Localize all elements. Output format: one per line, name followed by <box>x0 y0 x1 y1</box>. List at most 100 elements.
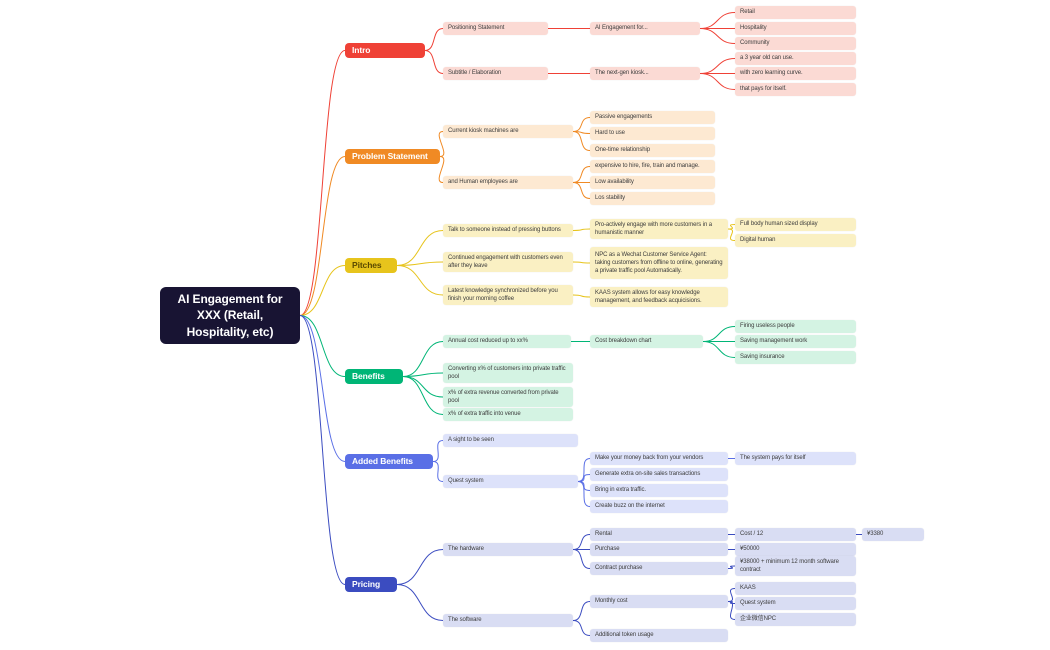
mindmap-node-saving-insurance[interactable]: Saving insurance <box>735 351 856 364</box>
mindmap-node-firing-useless-people[interactable]: Firing useless people <box>735 320 856 333</box>
mindmap-node-extra-revenue[interactable]: x% of extra revenue converted from priva… <box>443 387 573 407</box>
mindmap-node-hospitality[interactable]: Hospitality <box>735 22 856 35</box>
mindmap-edge <box>396 261 444 266</box>
mindmap-node-quest-system-software[interactable]: Quest system <box>735 597 856 610</box>
mindmap-node-converting-customers[interactable]: Converting x% of customers into private … <box>443 363 573 383</box>
mindmap-edge <box>299 156 346 316</box>
mindmap-edge <box>299 315 346 377</box>
mindmap-node-passive-engagements[interactable]: Passive engagements <box>590 111 715 124</box>
mindmap-edge <box>396 584 444 621</box>
mindmap-edge <box>402 376 444 415</box>
mindmap-node-current-kiosk-machines[interactable]: Current kiosk machines are <box>443 125 573 138</box>
mindmap-edge <box>572 534 591 550</box>
mindmap-node-positioning-statement[interactable]: Positioning Statement <box>443 22 548 35</box>
mindmap-node-price-50000[interactable]: ¥50000 <box>735 543 856 556</box>
mindmap-node-price-3380[interactable]: ¥3380 <box>862 528 924 541</box>
mindmap-edge <box>396 230 444 266</box>
mindmap-edge <box>702 341 736 358</box>
mindmap-node-added-benefits[interactable]: Added Benefits <box>345 454 433 470</box>
mindmap-node-root[interactable]: AI Engagement for XXX (Retail, Hospitali… <box>160 287 300 344</box>
mindmap-edge <box>299 315 346 462</box>
mindmap-node-next-gen-kiosk[interactable]: The next-gen kiosk... <box>590 67 700 80</box>
mindmap-node-additional-token-usage[interactable]: Additional token usage <box>590 629 728 642</box>
mindmap-edge <box>424 28 444 51</box>
mindmap-node-talk-to-someone[interactable]: Talk to someone instead of pressing butt… <box>443 224 573 237</box>
mindmap-node-make-money-back[interactable]: Make your money back from your vendors <box>590 452 728 465</box>
mindmap-node-low-stability[interactable]: Los stability <box>590 192 715 205</box>
mindmap-node-system-pays-for-itself[interactable]: The system pays for itself <box>735 452 856 465</box>
mindmap-edge <box>727 601 736 620</box>
mindmap-edge <box>424 50 444 74</box>
mindmap-node-latest-knowledge[interactable]: Latest knowledge synchronized before you… <box>443 285 573 305</box>
mindmap-edge <box>572 620 591 636</box>
mindmap-edge <box>572 182 591 199</box>
mindmap-edge <box>402 372 444 377</box>
mindmap-node-quest-system[interactable]: Quest system <box>443 475 578 488</box>
mindmap-node-the-hardware[interactable]: The hardware <box>443 543 573 556</box>
mindmap-node-one-time-relationship[interactable]: One-time relationship <box>590 144 715 157</box>
mindmap-node-continued-engagement[interactable]: Continued engagement with customers even… <box>443 252 573 272</box>
mindmap-node-pitches[interactable]: Pitches <box>345 258 397 274</box>
mindmap-node-pricing[interactable]: Pricing <box>345 577 397 593</box>
mindmap-edge <box>577 458 591 482</box>
mindmap-node-pays-for-itself[interactable]: that pays for itself. <box>735 83 856 96</box>
mindmap-edge <box>727 228 736 241</box>
mindmap-node-npc-wechat-agent[interactable]: NPC as a Wechat Customer Service Agent: … <box>590 247 728 279</box>
mindmap-edge <box>438 131 445 157</box>
mindmap-node-cost-div-12[interactable]: Cost / 12 <box>735 528 856 541</box>
mindmap-edge <box>299 265 346 316</box>
mindmap-node-annual-cost-reduced[interactable]: Annual cost reduced up to xx% <box>443 335 571 348</box>
mindmap-node-extra-traffic-venue[interactable]: x% of extra traffic into venue <box>443 408 573 421</box>
mindmap-node-digital-human[interactable]: Digital human <box>735 234 856 247</box>
mindmap-edge <box>699 28 736 44</box>
mindmap-edge <box>572 261 591 264</box>
mindmap-node-saving-management-work[interactable]: Saving management work <box>735 335 856 348</box>
mindmap-node-benefits[interactable]: Benefits <box>345 369 403 385</box>
mindmap-node-ai-engagement-for[interactable]: AI Engagement for... <box>590 22 700 35</box>
mindmap-node-full-body-display[interactable]: Full body human sized display <box>735 218 856 231</box>
mindmap-node-rental[interactable]: Rental <box>590 528 728 541</box>
mindmap-node-three-year-old[interactable]: a 3 year old can use. <box>735 52 856 65</box>
mindmap-edge <box>402 341 444 377</box>
mindmap-node-expensive-to-hire[interactable]: expensive to hire, fire, train and manag… <box>590 160 715 173</box>
mindmap-node-contract-purchase[interactable]: Contract purchase <box>590 562 728 575</box>
mindmap-node-low-availability[interactable]: Low availability <box>590 176 715 189</box>
mindmap-edge <box>572 549 591 569</box>
mindmap-edge <box>577 481 591 507</box>
mindmap-node-bring-extra-traffic[interactable]: Bring in extra traffic. <box>590 484 728 497</box>
mindmap-edge <box>727 588 736 602</box>
mindmap-node-subtitle-elaboration[interactable]: Subtitle / Elaboration <box>443 67 548 80</box>
mindmap-node-sight-to-be-seen[interactable]: A sight to be seen <box>443 434 578 447</box>
mindmap-edge <box>699 73 736 90</box>
mindmap-node-human-employees[interactable]: and Human employees are <box>443 176 573 189</box>
mindmap-edge <box>432 461 444 482</box>
mindmap-node-monthly-cost[interactable]: Monthly cost <box>590 595 728 608</box>
mindmap-node-intro[interactable]: Intro <box>345 43 425 59</box>
mindmap-edge <box>432 440 444 462</box>
mindmap-edge <box>438 156 445 183</box>
mindmap-node-the-software[interactable]: The software <box>443 614 573 627</box>
mindmap-edge <box>299 50 346 316</box>
mindmap-node-hard-to-use[interactable]: Hard to use <box>590 127 715 140</box>
mindmap-edge <box>702 326 736 342</box>
mindmap-node-pro-actively-engage[interactable]: Pro-actively engage with more customers … <box>590 219 728 239</box>
mindmap-node-community[interactable]: Community <box>735 37 856 50</box>
mindmap-edge <box>396 265 444 296</box>
mindmap-edge <box>396 549 444 585</box>
mindmap-node-price-38000-contract[interactable]: ¥38000 + minimum 12 month software contr… <box>735 556 856 576</box>
mindmap-node-cost-breakdown-chart[interactable]: Cost breakdown chart <box>590 335 703 348</box>
mindmap-node-zero-learning-curve[interactable]: with zero learning curve. <box>735 67 856 80</box>
mindmap-node-problem-statement[interactable]: Problem Statement <box>345 149 440 165</box>
mindmap-edge <box>572 131 591 151</box>
mindmap-node-wechat-work-npc[interactable]: 企业微信NPC <box>735 613 856 626</box>
mindmap-node-retail[interactable]: Retail <box>735 6 856 19</box>
mindmap-edge <box>572 294 591 298</box>
mindmap-node-kaas[interactable]: KAAS <box>735 582 856 595</box>
mindmap-node-purchase[interactable]: Purchase <box>590 543 728 556</box>
mindmap-edge <box>699 58 736 74</box>
mindmap-node-kaas-easy-knowledge[interactable]: KAAS system allows for easy knowledge ma… <box>590 287 728 307</box>
mindmap-node-generate-extra-sales[interactable]: Generate extra on-site sales transaction… <box>590 468 728 481</box>
mindmap-node-create-buzz[interactable]: Create buzz on the internet <box>590 500 728 513</box>
